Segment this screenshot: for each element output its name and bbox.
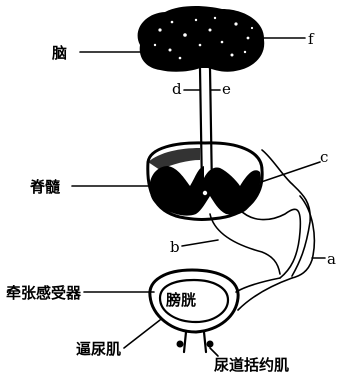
c-pointer bbox=[220, 162, 320, 196]
spinal-cord bbox=[148, 143, 262, 220]
urethral-sphincter-label: 尿道括约肌 bbox=[214, 356, 289, 374]
brain bbox=[138, 6, 265, 72]
label-d: d bbox=[172, 80, 182, 98]
ventral-root bbox=[240, 209, 300, 278]
label-a: a bbox=[327, 250, 336, 268]
urethral-sphincter-pointer bbox=[210, 348, 218, 356]
spinal-cord-label: 脊髓 bbox=[29, 178, 61, 196]
detrusor-pointer bbox=[124, 320, 160, 348]
urethra bbox=[177, 332, 214, 352]
label-e: e bbox=[222, 80, 231, 98]
nerve-b bbox=[210, 214, 280, 274]
bladder-nerve-2 bbox=[238, 278, 292, 310]
bladder-label: 膀胱 bbox=[166, 291, 196, 309]
label-f: f bbox=[308, 30, 315, 48]
label-b: b bbox=[170, 238, 180, 256]
label-c: c bbox=[320, 148, 328, 166]
brain-label: 脑 bbox=[52, 44, 67, 62]
stretch-receptor-label: 牵张感受器 bbox=[6, 284, 82, 302]
b-pointer bbox=[182, 240, 218, 246]
nerve-a bbox=[292, 196, 314, 278]
detrusor-label: 逼尿肌 bbox=[76, 340, 121, 358]
